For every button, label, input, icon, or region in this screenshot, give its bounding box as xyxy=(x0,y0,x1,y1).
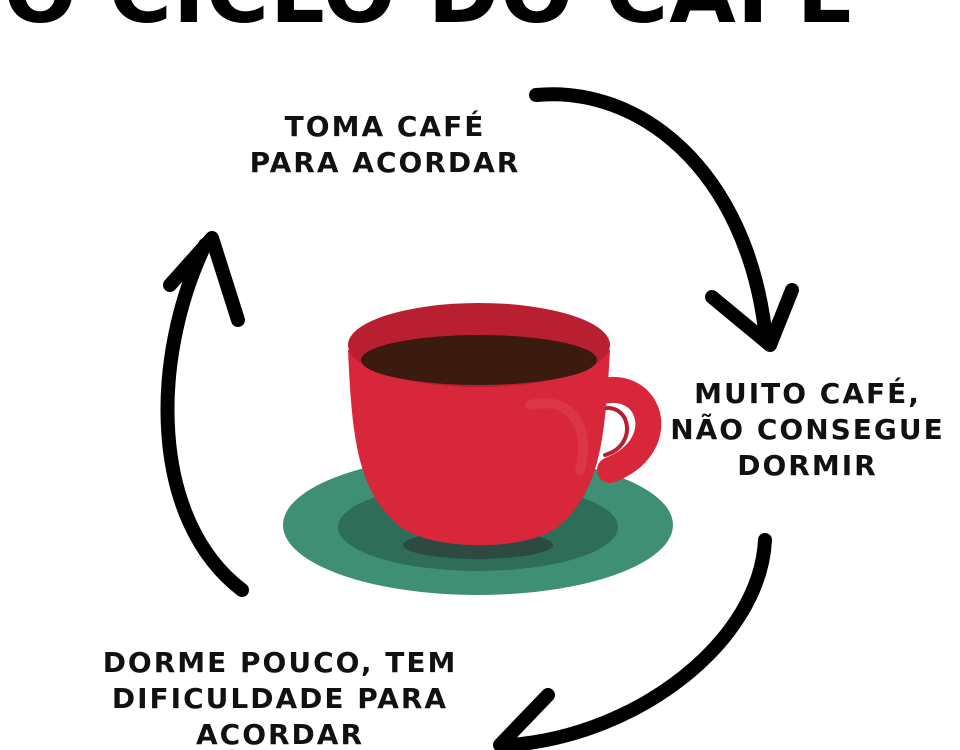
cycle-step-line: DIFICULDADE PARA xyxy=(111,682,449,715)
cycle-step-wake-up: TOMA CAFÉ PARA ACORDAR xyxy=(215,109,555,181)
cycle-step-line: DORMIR xyxy=(737,449,878,482)
cycle-step-line: TOMA CAFÉ xyxy=(284,110,486,143)
cycle-step-line: ACORDAR xyxy=(195,718,365,750)
cycle-arrow-top-right xyxy=(529,87,799,352)
cycle-step-cant-sleep: MUITO CAFÉ, NÃO CONSEGUE DORMIR xyxy=(655,376,960,484)
cycle-arrow-left-top xyxy=(160,231,249,597)
cycle-step-line: NÃO CONSEGUE xyxy=(670,413,945,446)
cycle-step-sleeps-little: DORME POUCO, TEM DIFICULDADE PARA ACORDA… xyxy=(70,645,490,750)
cycle-arrow-right-bottom xyxy=(493,533,772,750)
page-title: O CICLO DO CAFÉ xyxy=(0,0,860,36)
cycle-step-line: MUITO CAFÉ, xyxy=(694,377,921,410)
cycle-step-line: DORME POUCO, TEM xyxy=(102,646,458,679)
cycle-step-line: PARA ACORDAR xyxy=(249,146,521,179)
coffee-cup-icon xyxy=(283,303,673,595)
